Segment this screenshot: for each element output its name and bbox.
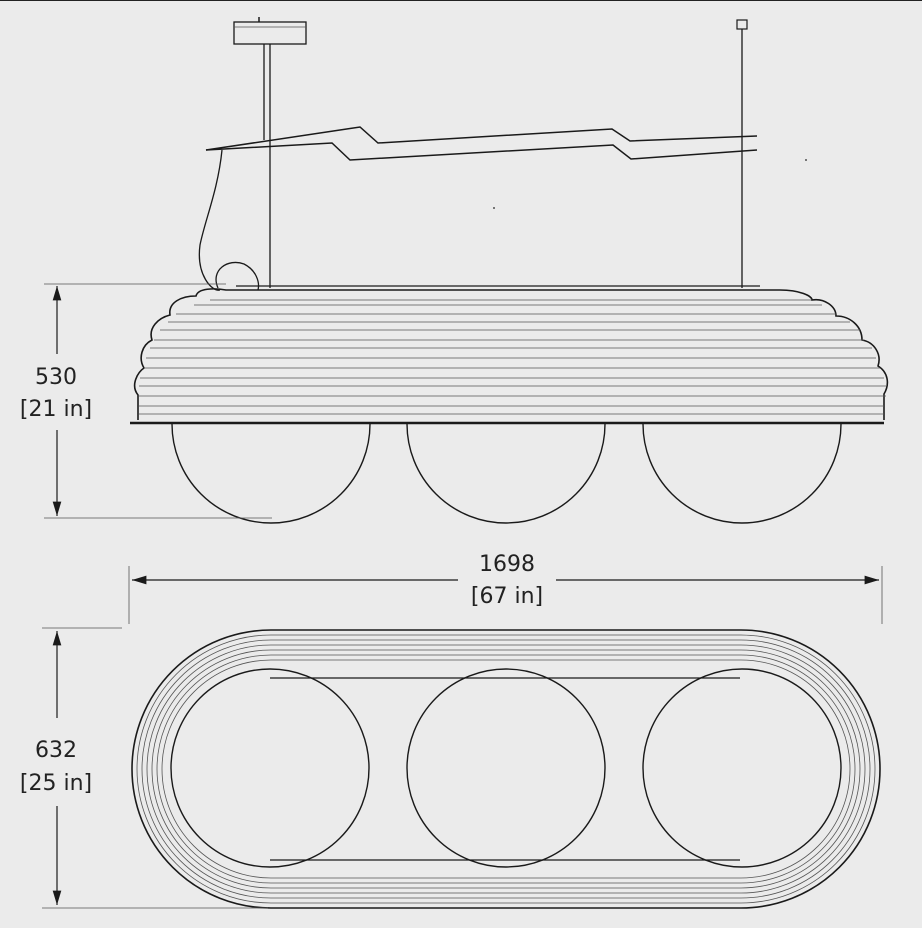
height-value: 530 — [35, 365, 77, 390]
ceiling-canopy — [233, 17, 307, 45]
width-value: 1698 — [479, 552, 535, 577]
suspension-rods — [263, 29, 743, 288]
top-border — [0, 0, 922, 1]
side-elevation: 530 [21 in] — [20, 17, 889, 524]
ribbed-shade — [130, 285, 889, 425]
globes-side — [171, 423, 842, 524]
globes-plan — [170, 668, 842, 868]
beam-bracket — [205, 126, 758, 161]
width-dimension: 1698 [67 in] — [128, 552, 883, 624]
height-imperial: [21 in] — [20, 397, 92, 422]
depth-imperial: [25 in] — [20, 771, 92, 796]
suspension-hook — [736, 19, 748, 30]
power-cord — [198, 149, 260, 291]
depth-value: 632 — [35, 738, 77, 763]
width-imperial: [67 in] — [471, 584, 543, 609]
plan-view: 632 [25 in] — [20, 627, 881, 909]
height-dimension: 530 [21 in] — [20, 283, 272, 519]
depth-dimension: 632 [25 in] — [20, 627, 268, 909]
